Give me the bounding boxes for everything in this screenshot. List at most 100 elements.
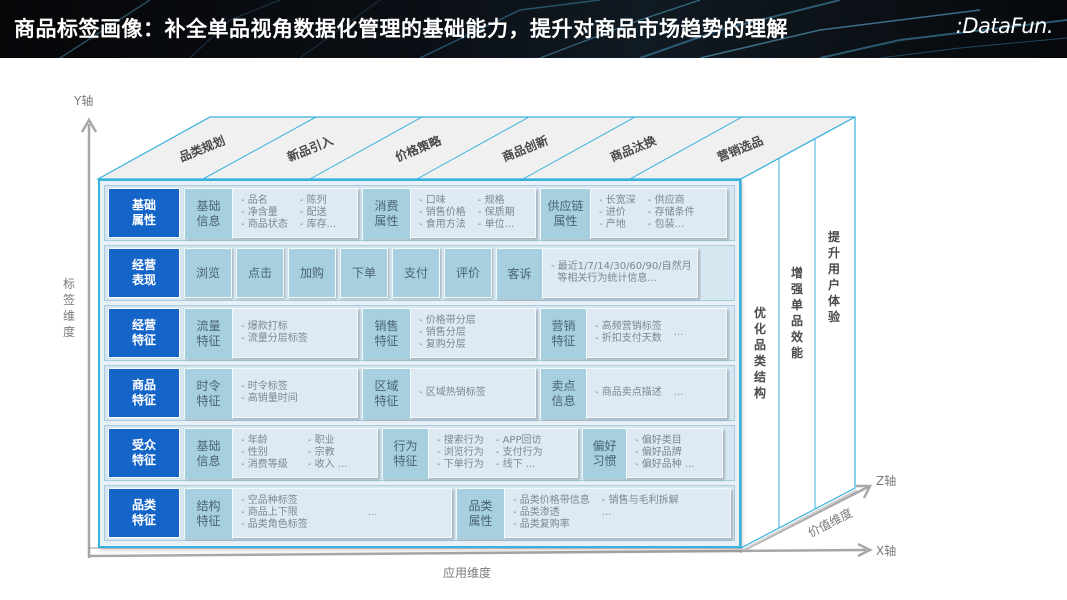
details-audience-basic-info: - 年龄- 性别- 消费等级 - 职业- 宗教- 收入 ... [233, 429, 377, 477]
row-head-basic-attributes: 基础属性 [108, 188, 180, 238]
row-head-line: 特征 [131, 333, 156, 347]
detail-item: ... [601, 507, 612, 518]
z-axis-label: Z轴 [876, 474, 897, 488]
category-line: 品类 [468, 499, 493, 513]
group-basic-info: 基础信息 - 品名- 净含量- 商品状态 - 陈列- 配送- 库存... [184, 188, 358, 239]
category-audience-basic-info: 基础信息 [185, 429, 233, 479]
detail-item: - 流量分层标签 [241, 333, 308, 344]
action-click: 点击 [236, 248, 284, 298]
category-marketing-features: 营销特征 [541, 309, 587, 359]
detail-item: - 商品上下限 [241, 507, 298, 518]
y-dimension-label: 标签维度 [62, 276, 76, 340]
x-dimension-label: 应用维度 [443, 566, 492, 580]
detail-item: - 包装... [647, 219, 685, 230]
detail-item: - APP回访 [495, 435, 542, 446]
detail-item: - 高频营销标签 [595, 321, 662, 332]
category-line: 特征 [374, 334, 399, 348]
detail-item: - 高销量时间 [241, 393, 298, 404]
category-behavior-features: 行为特征 [383, 429, 429, 479]
details-regional-features: - 区域热销标签 [411, 369, 535, 417]
category-line: 属性 [374, 214, 399, 228]
detail-item: - 库存... [299, 219, 337, 230]
category-line: 基础 [196, 439, 221, 453]
detail-item: - 品类复购率 [513, 519, 570, 530]
row-head-line: 受众 [131, 438, 156, 452]
category-category-attributes: 品类属性 [457, 489, 505, 539]
side-label-enhance-efficiency: 增强单品效能 [790, 265, 804, 361]
detail-item: - 单位... [477, 219, 515, 230]
detail-item: - 折扣支付天数 [595, 333, 662, 344]
details-basic-info: - 品名- 净含量- 商品状态 - 陈列- 配送- 库存... [233, 189, 357, 237]
detail-item: - 产地 [599, 219, 626, 230]
category-line: 特征 [551, 334, 576, 348]
category-line: 时令 [196, 379, 221, 393]
detail-item: - 宗教 [307, 447, 335, 458]
category-line: 结构 [196, 499, 221, 513]
detail-item: - 收入 ... [307, 459, 348, 470]
page-title: 商品标签画像：补全单品视角数据化管理的基础能力，提升对商品市场趋势的理解 [14, 17, 788, 41]
detail-item: - 销售价格 [419, 207, 466, 218]
detail-item: - 配送 [299, 207, 327, 218]
row-audience-features: 受众特征 基础信息 - 年龄- 性别- 消费等级 - 职业- 宗教- 收入 ..… [104, 425, 735, 481]
category-line: 属性 [468, 514, 493, 528]
detail-item: - 线下 ... [495, 459, 536, 470]
detail-item: - 长宽深 [599, 195, 636, 206]
row-head-line: 商品 [131, 378, 156, 392]
action-place-order: 下单 [340, 248, 388, 298]
y-axis-label: Y轴 [74, 94, 94, 108]
row-head-line: 特征 [131, 513, 156, 527]
details-supply-chain-attributes: - 长宽深- 进价- 产地 - 供应商- 存储条件- 包装... [591, 189, 726, 237]
side-label-optimize-category: 优化品类结构 [753, 305, 767, 401]
row-head-line: 特征 [131, 393, 156, 407]
detail-item: - 陈列 [299, 195, 327, 206]
category-traffic-features: 流量特征 [185, 309, 233, 359]
tag-dimension-panel: 基础属性 基础信息 - 品名- 净含量- 商品状态 - 陈列- 配送- 库存..… [98, 179, 741, 548]
category-sales-features: 销售特征 [363, 309, 411, 359]
group-traffic-features: 流量特征 - 爆款打标- 流量分层标签 [184, 308, 358, 359]
group-category-attributes: 品类属性 - 品类价格带信息- 品类渗透- 品类复购率 - 销售与毛利拆解... [456, 488, 731, 539]
action-add-to-cart: 加购 [288, 248, 336, 298]
row-head-line: 品类 [131, 498, 156, 512]
details-marketing-features: - 高频营销标签- 折扣支付天数 ... [587, 309, 726, 357]
details-behavior-features: - 搜索行为- 浏览行为- 下单行为 - APP回访- 支付行为- 线下 ... [429, 429, 577, 477]
group-consumption-attributes: 消费属性 - 口味- 销售价格- 食用方法 - 规格- 保质期- 单位... [362, 188, 536, 239]
category-line: 区域 [374, 379, 399, 393]
row-operation-performance: 经营表现 浏览 点击 加购 下单 支付 评价 客诉 - 最近1/7/14/30/… [104, 245, 735, 301]
group-structure-features: 结构特征 - 空品种标签- 商品上下限- 品类角色标签 ... [184, 488, 452, 539]
action-review: 评价 [444, 248, 492, 298]
detail-item: - 商品状态 [241, 219, 288, 230]
row-product-features: 商品特征 时令特征 - 时令标签- 高销量时间 区域特征 - 区域热销标签 卖点… [104, 365, 735, 421]
category-structure-features: 结构特征 [185, 489, 233, 539]
category-line: 特征 [196, 394, 221, 408]
side-label-text: 增强单品效能 [790, 266, 803, 360]
row-head-line: 属性 [131, 213, 156, 227]
details-sales-features: - 价格带分层- 销售分层- 复购分层 [411, 309, 535, 357]
details-behavior-stats: - 最近1/7/14/30/60/90/自然月 等相关行为统计信息... [543, 249, 700, 297]
group-preference-habits: 偏好习惯 - 偏好类目- 偏好品牌- 偏好品种 ... [582, 428, 723, 479]
datafun-logo: :DataFun. [955, 14, 1054, 38]
group-selling-points: 卖点信息 - 商品卖点描述 ... [540, 368, 727, 419]
group-seasonal-features: 时令特征 - 时令标签- 高销量时间 [184, 368, 358, 419]
detail-item: - 时令标签 [241, 381, 288, 392]
details-structure-features: - 空品种标签- 商品上下限- 品类角色标签 ... [233, 489, 451, 537]
category-line: 营销 [551, 319, 576, 333]
detail-item: - 年龄 [241, 435, 268, 446]
x-axis-label: X轴 [876, 544, 897, 558]
detail-item: - 爆款打标 [241, 321, 288, 332]
row-category-features: 品类特征 结构特征 - 空品种标签- 商品上下限- 品类角色标签 ... 品类属… [104, 485, 735, 541]
row-head-line: 基础 [131, 198, 156, 212]
more-ellipsis: ... [673, 387, 684, 398]
side-label-improve-experience: 提升用户体验 [827, 229, 841, 325]
row-basic-attributes: 基础属性 基础信息 - 品名- 净含量- 商品状态 - 陈列- 配送- 库存..… [104, 185, 735, 241]
category-line: 信息 [551, 394, 576, 408]
row-operation-features: 经营特征 流量特征 - 爆款打标- 流量分层标签 销售特征 - 价格带分层- 销… [104, 305, 735, 361]
group-sales-features: 销售特征 - 价格带分层- 销售分层- 复购分层 [362, 308, 536, 359]
detail-item: - 消费等级 [241, 459, 288, 470]
detail-item: - 性别 [241, 447, 268, 458]
category-consumption-attributes: 消费属性 [363, 189, 411, 239]
row-head-line: 经营 [131, 318, 156, 332]
row-head-line: 经营 [131, 258, 156, 272]
category-line: 偏好 [592, 439, 617, 453]
more-ellipsis: ... [673, 327, 684, 338]
detail-item: - 职业 [307, 435, 335, 446]
